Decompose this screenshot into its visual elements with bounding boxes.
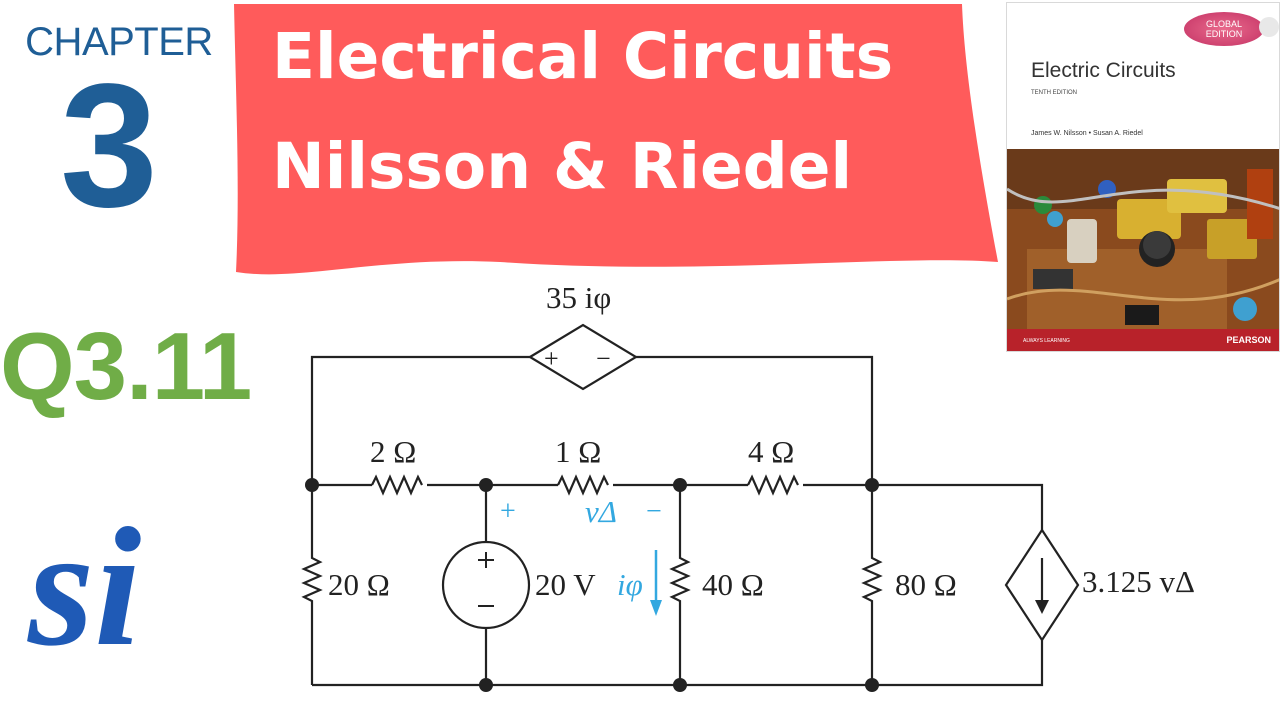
book-title: Electric Circuits [1031, 59, 1176, 82]
chapter-label: CHAPTER [25, 20, 213, 64]
r5-label: 40 Ω [702, 567, 764, 602]
current-label: iφ [617, 567, 643, 602]
book-edition: TENTH EDITION [1031, 90, 1077, 96]
book-tagline: ALWAYS LEARNING [1023, 338, 1070, 344]
resistor-1-ohm [557, 474, 609, 496]
node-5 [479, 678, 493, 692]
r4-label: 20 Ω [328, 567, 390, 602]
book-cover: GLOBAL EDITION Electric Circuits TENTH E… [1006, 2, 1280, 352]
dependent-voltage-source-label: 35 iφ [546, 280, 611, 315]
dep-source-plus: + [544, 344, 559, 373]
voltage-minus: − [646, 496, 662, 527]
resistor-2-ohm [371, 474, 423, 496]
resistor-4-ohm [747, 474, 799, 496]
si-units-mark: si [28, 493, 142, 681]
dependent-current-source [1004, 527, 1080, 643]
question-number: Q3.11 [0, 313, 252, 420]
wire-d [803, 483, 1044, 530]
source-label: 20 V [535, 567, 596, 602]
r2-label: 1 Ω [555, 434, 601, 469]
title-line-2: Nilsson & Riedel [272, 130, 853, 203]
node-6 [673, 678, 687, 692]
book-authors: James W. Nilsson • Susan A. Riedel [1031, 130, 1143, 137]
r6-label: 80 Ω [895, 567, 957, 602]
chapter-number: 3 [60, 48, 158, 244]
dependent-voltage-source [527, 323, 639, 391]
dependent-current-source-label: 3.125 vΔ [1082, 564, 1195, 599]
current-arrow-head [650, 600, 662, 616]
wire-top-right [636, 355, 874, 485]
circuit-board-photo [1007, 149, 1279, 329]
resistor-80-ohm [861, 485, 883, 685]
node-2 [479, 478, 493, 492]
r1-label: 2 Ω [370, 434, 416, 469]
dep-source-minus: − [596, 344, 611, 373]
resistor-40-ohm [669, 485, 691, 685]
node-7 [865, 678, 879, 692]
source-plus-sign [478, 552, 494, 568]
voltage-plus: + [500, 496, 516, 527]
node-1 [305, 478, 319, 492]
node-3 [673, 478, 687, 492]
node-4 [865, 478, 879, 492]
current-source-arrow-head [1035, 600, 1049, 614]
resistor-20-ohm [301, 485, 323, 685]
title-line-1: Electrical Circuits [272, 20, 894, 93]
publisher-name: PEARSON [1226, 335, 1271, 345]
r3-label: 4 Ω [748, 434, 794, 469]
edition-badge: GLOBAL EDITION [1205, 19, 1243, 39]
book-footer: ALWAYS LEARNING PEARSON [1007, 329, 1279, 351]
wire-top-left [310, 355, 530, 485]
badge-graphic [1184, 12, 1279, 46]
wire-bottom [312, 640, 1044, 687]
voltage-label: vΔ [585, 494, 617, 529]
